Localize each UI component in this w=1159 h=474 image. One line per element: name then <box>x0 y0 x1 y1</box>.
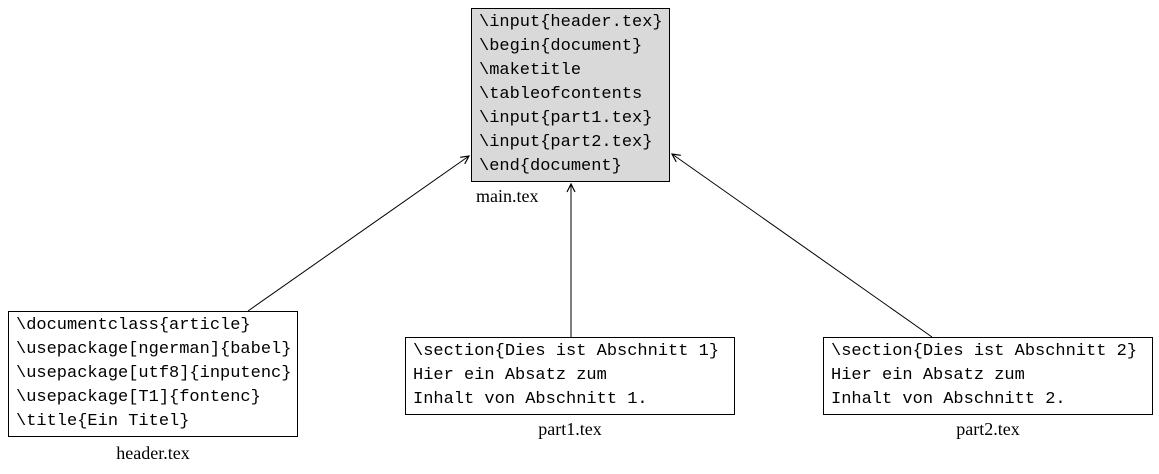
node-header-tex-code: \documentclass{article} \usepackage[nger… <box>8 311 298 437</box>
node-part1-tex-label: part1.tex <box>538 419 602 439</box>
edge-part2-to-main <box>672 154 933 338</box>
edge-header-to-main <box>247 156 469 312</box>
node-main-tex-code: \input{header.tex} \begin{document} \mak… <box>471 8 670 182</box>
node-part1-tex-code: \section{Dies ist Abschnitt 1} Hier ein … <box>405 337 735 415</box>
node-header-tex-label: header.tex <box>116 443 190 463</box>
node-main-tex-label: main.tex <box>476 186 539 206</box>
node-part2-tex-label: part2.tex <box>956 419 1020 439</box>
node-part2-tex-code: \section{Dies ist Abschnitt 2} Hier ein … <box>823 337 1153 415</box>
